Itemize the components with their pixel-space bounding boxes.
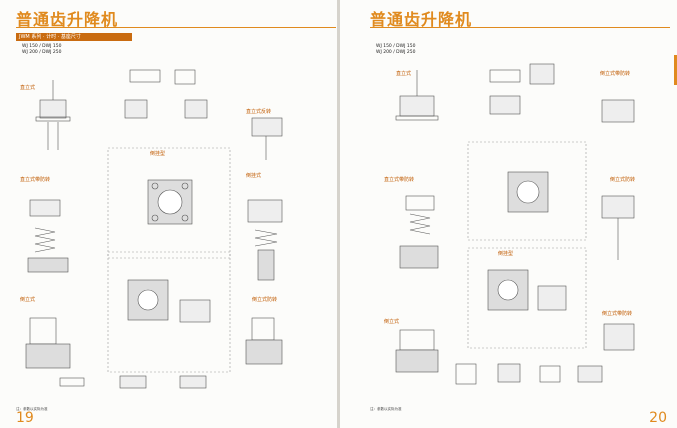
left-page-number: 19 <box>16 410 34 426</box>
drawing-label: 倒挂型 <box>150 151 166 157</box>
drawing-label: 直立式带防转 <box>20 177 51 183</box>
drawing-label: 直立式带防转 <box>384 177 415 183</box>
model-line: WJ 200 / DWJ 250 <box>22 49 62 55</box>
drawing-label: 倒立式带防转 <box>600 71 631 77</box>
model-line: WJ 150 / DWJ 150 <box>376 44 416 49</box>
right-technical-drawings <box>395 63 635 385</box>
drawing-label: 倒立式防转 <box>252 297 278 303</box>
drawing-label: 倒立式 <box>384 319 400 325</box>
title-rule <box>16 27 336 28</box>
model-line: WJ 150 / DWJ 150 <box>22 44 62 49</box>
right-page-title: 普通齿升降机 <box>370 10 473 29</box>
drawing-label: 直立式 <box>20 85 36 91</box>
right-footnote: 注：参数以实际为准 <box>370 407 402 411</box>
model-line: WJ 200 / DWJ 250 <box>376 49 416 55</box>
left-footnote: 注：参数以实际为准 <box>16 407 48 411</box>
right-page: 普通齿升降机 WJ 150 / DWJ 150 WJ 200 / DWJ 250… <box>340 0 677 428</box>
title-rule <box>370 27 670 28</box>
left-page: 普通齿升降机 JWM 系列 · 计时 · 基座尺寸 WJ 150 / DWJ 1… <box>0 0 337 428</box>
drawing-label: 倒立式带防转 <box>602 311 633 317</box>
drawing-label: 直立式反转 <box>246 109 272 115</box>
model-list: WJ 150 / DWJ 150 WJ 200 / DWJ 250 <box>376 44 415 55</box>
drawing-label: 倒挂式 <box>246 173 262 179</box>
edge-tab <box>674 55 677 85</box>
drawing-label: 倒立式防转 <box>610 177 636 183</box>
drawing-label: 倒挂型 <box>498 251 514 257</box>
right-page-number: 20 <box>649 410 667 426</box>
model-list: WJ 150 / DWJ 150 WJ 200 / DWJ 250 <box>22 44 61 55</box>
drawing-label: 直立式 <box>396 71 412 77</box>
left-page-title: 普通齿升降机 <box>16 10 119 29</box>
drawing-label: 倒立式 <box>20 297 36 303</box>
series-band: JWM 系列 · 计时 · 基座尺寸 <box>16 33 132 41</box>
book-gutter <box>337 0 340 428</box>
left-technical-drawings <box>25 69 283 389</box>
